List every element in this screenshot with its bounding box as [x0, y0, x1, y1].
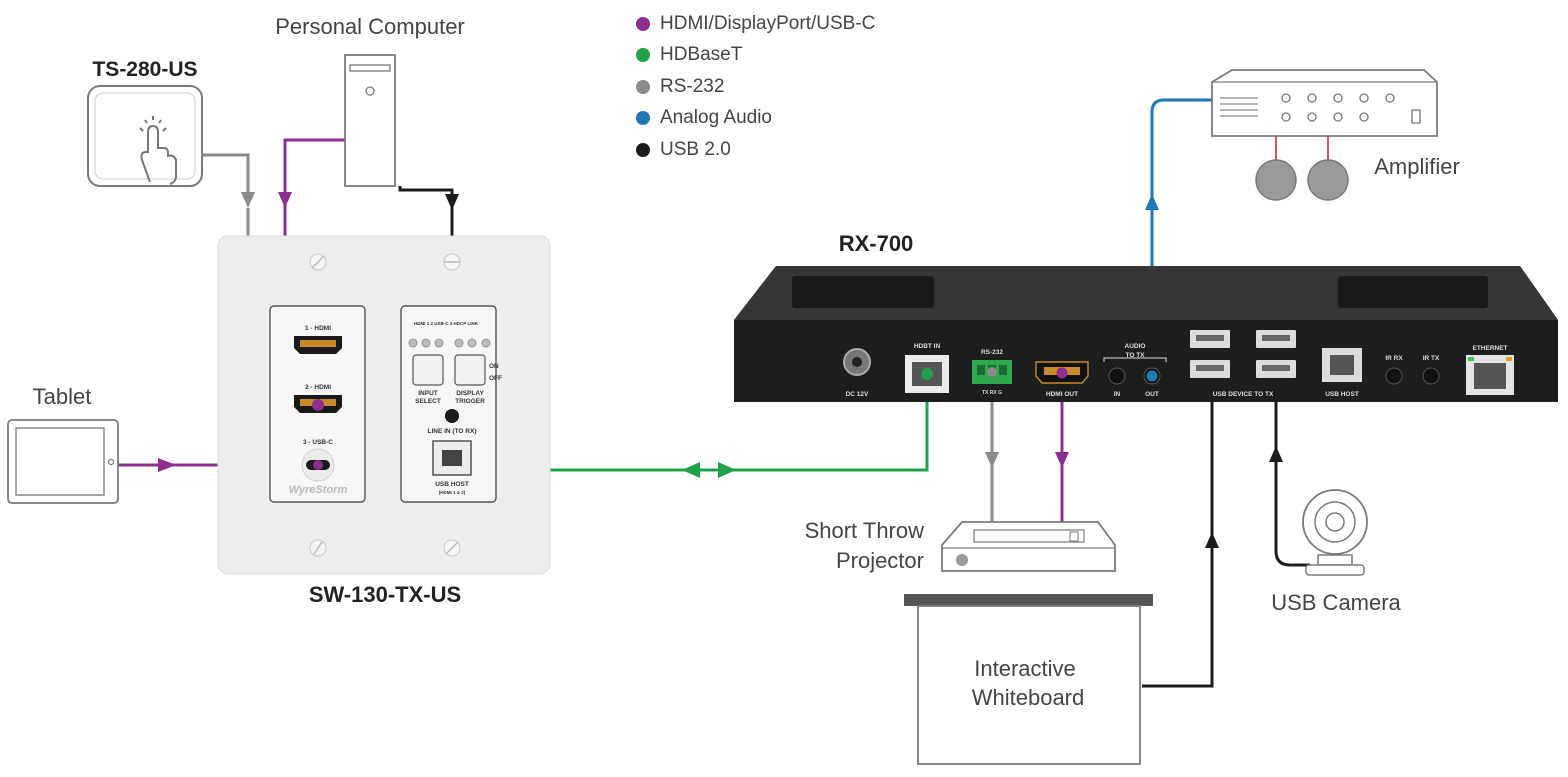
usb-host-label: USB HOST: [435, 481, 469, 488]
wallplate-device: 1 - HDMI 2 - HDMI 3 - USB-C WyreStorm HD…: [217, 235, 551, 575]
tablet-label: Tablet: [33, 384, 92, 409]
pc-tower-device: [344, 54, 396, 187]
input-select-label-2: SELECT: [415, 398, 441, 405]
wallplate-port1-label: 1 - HDMI: [305, 325, 331, 332]
rs232-label: RS-232: [981, 349, 1003, 356]
input-select-button[interactable]: [412, 354, 444, 386]
usb-camera-device: [1302, 489, 1368, 576]
usb-host-port[interactable]: [432, 440, 472, 476]
line-in-jack[interactable]: [445, 409, 459, 423]
ir-rx-jack[interactable]: [1385, 367, 1403, 385]
hdmi-out-port[interactable]: [1035, 361, 1089, 384]
ethernet-label: ETHERNET: [1472, 345, 1507, 352]
wallplate-port3-label: 3 - USB-C: [303, 439, 333, 446]
legend-item-rs232: RS-232: [636, 71, 875, 103]
dc-label: DC 12V: [846, 391, 869, 398]
legend-label: HDBaseT: [660, 44, 743, 66]
legend-dot-icon: [636, 48, 650, 63]
legend-item-hdmi: HDMI/DisplayPort/USB-C: [636, 8, 875, 40]
projector-device: [941, 521, 1116, 572]
input-select-label-1: INPUT: [418, 390, 438, 397]
audio-to-tx-label-2: TO TX: [1125, 352, 1145, 359]
amplifier-device: [1211, 69, 1438, 201]
wallplate-brand: WyreStorm: [289, 484, 348, 496]
amplifier-label: Amplifier: [1374, 154, 1460, 179]
legend-label: RS-232: [660, 75, 725, 97]
ir-rx-label: IR RX: [1385, 355, 1403, 362]
legend-label: USB 2.0: [660, 138, 731, 160]
wallplate-label: SW-130-TX-US: [309, 582, 461, 607]
pc-label: Personal Computer: [275, 14, 465, 39]
audio-in-jack[interactable]: [1108, 367, 1126, 385]
cable-rs232-projector: [985, 380, 999, 522]
legend-item-usb: USB 2.0: [636, 134, 875, 166]
legend-dot-icon: [636, 79, 650, 94]
usb-host-sublabel: (HDMI 1 & 2): [439, 490, 466, 495]
speaker-terminals-icon: [1281, 93, 1421, 124]
receiver-device: DC 12V HDBT IN RS-232 TX RX G HDMI OUT A…: [734, 266, 1558, 402]
rs232-pins-label: TX RX G: [982, 390, 1002, 396]
legend-dot-icon: [636, 111, 650, 126]
vent-grille: [1220, 97, 1258, 117]
hdmi-out-label: HDMI OUT: [1046, 391, 1078, 398]
display-trigger-button[interactable]: [454, 354, 486, 386]
receiver-label: RX-700: [839, 231, 914, 256]
camera-label: USB Camera: [1271, 590, 1401, 615]
cable-usb-whiteboard: [1142, 375, 1219, 688]
audio-in-label: IN: [1114, 391, 1121, 398]
hdbt-in-label: HDBT IN: [914, 343, 941, 350]
legend-item-hdbaset: HDBaseT: [636, 40, 875, 72]
hdmi-port-1[interactable]: [294, 336, 342, 354]
wallplate-port2-label: 2 - HDMI: [305, 384, 331, 391]
cable-audio-amplifier: [1145, 98, 1212, 375]
legend-dot-icon: [636, 16, 650, 31]
legend-label: Analog Audio: [660, 107, 772, 129]
legend-label: HDMI/DisplayPort/USB-C: [660, 12, 876, 34]
cable-rs232-touchpanel: [202, 153, 255, 236]
screw-icon: [309, 253, 461, 557]
whiteboard-label-2: Whiteboard: [972, 685, 1085, 710]
touch-hand-icon: [139, 116, 177, 185]
line-in-label: LINE IN (TO RX): [428, 428, 477, 435]
rx-usb-host-port[interactable]: [1322, 348, 1362, 382]
hdmi-port-2[interactable]: [294, 395, 342, 413]
wallplate-led-labels: HDMI 1 2 USB-C 3 HDCP LINK: [414, 321, 479, 326]
off-label: OFF: [489, 375, 502, 382]
projector-label-2: Projector: [836, 548, 924, 573]
cable-hdbaset: [550, 375, 929, 478]
touch-panel-label: TS-280-US: [92, 58, 197, 81]
display-trigger-label-2: TRIGGER: [455, 398, 485, 405]
cable-legend: HDMI/DisplayPort/USB-C HDBaseT RS-232 An…: [636, 8, 875, 166]
projector-label-1: Short Throw: [805, 518, 925, 543]
rx-usb-host-label: USB HOST: [1325, 391, 1359, 398]
legend-item-audio: Analog Audio: [636, 103, 875, 135]
cable-usb-camera: [1269, 375, 1310, 567]
touch-panel-device: [87, 85, 203, 187]
ir-tx-jack[interactable]: [1422, 367, 1440, 385]
ir-tx-label: IR TX: [1423, 355, 1440, 362]
hdbt-in-port[interactable]: [905, 355, 949, 393]
display-trigger-label-1: DISPLAY: [456, 390, 484, 397]
ethernet-port[interactable]: [1466, 355, 1514, 395]
whiteboard-device: [904, 594, 1153, 765]
status-led-row: [408, 338, 491, 348]
usb-device-label: USB DEVICE TO TX: [1213, 391, 1274, 398]
rs232-terminal[interactable]: [972, 360, 1012, 384]
whiteboard-label-1: Interactive: [974, 656, 1076, 681]
legend-dot-icon: [636, 142, 650, 157]
usbc-port[interactable]: [301, 448, 335, 482]
audio-to-tx-label-1: AUDIO: [1125, 343, 1146, 350]
dc-power-jack[interactable]: [843, 348, 871, 376]
speaker-icon: [1255, 159, 1349, 201]
on-label: ON: [489, 363, 499, 370]
audio-out-label: OUT: [1145, 391, 1159, 398]
tablet-device: [7, 419, 119, 504]
vent-grille: [792, 276, 1488, 308]
